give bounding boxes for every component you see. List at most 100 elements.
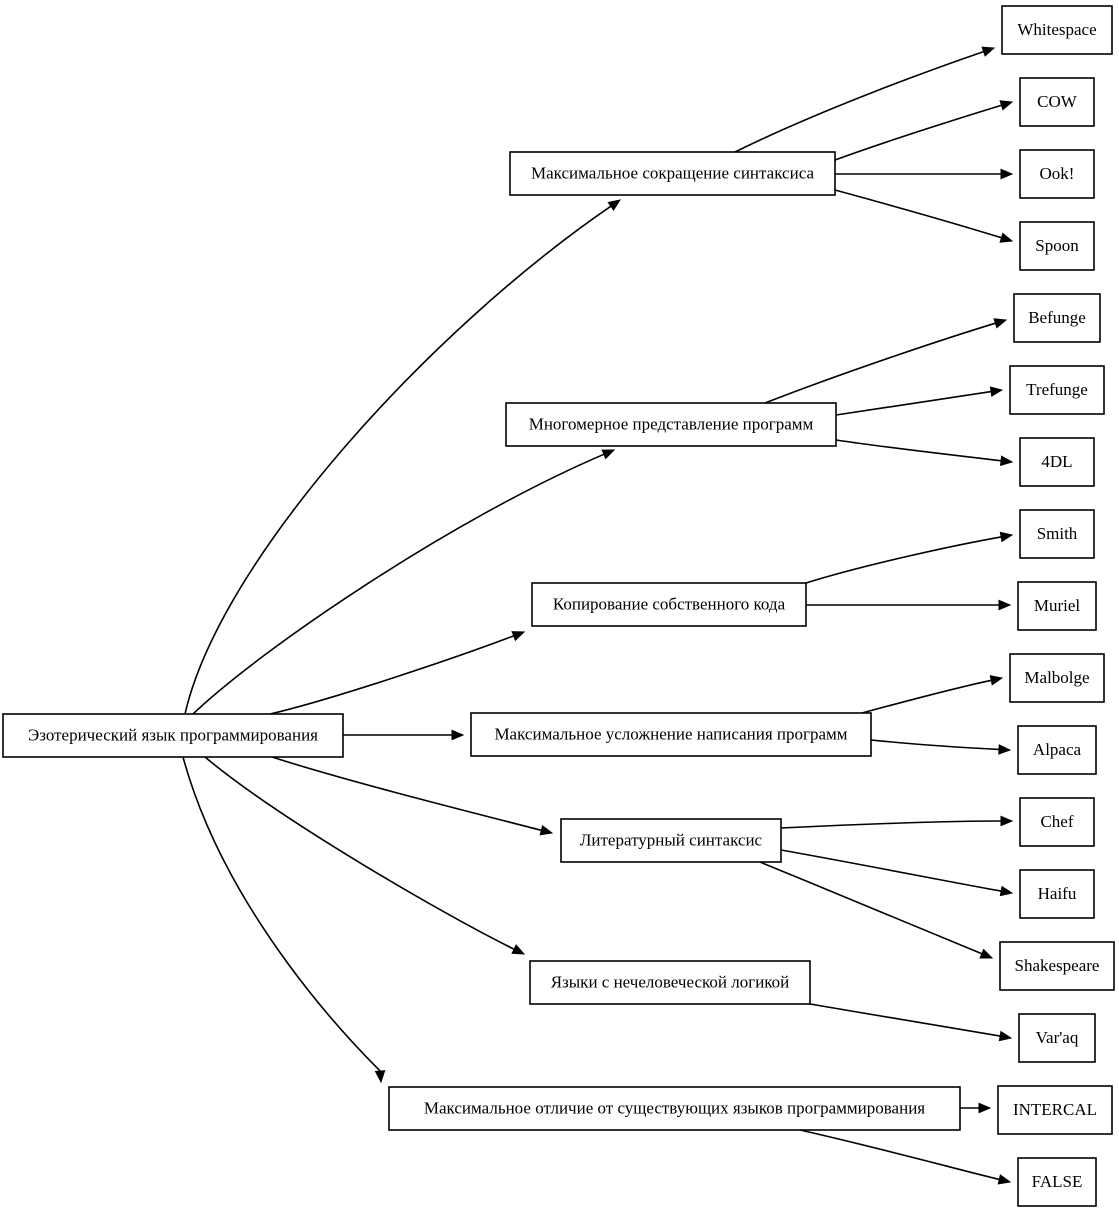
edge-cat-literary-syntax-to-leaf-chef bbox=[780, 815, 1014, 829]
arrow-head-icon bbox=[978, 1102, 992, 1114]
node-leaf-cow[interactable]: COW bbox=[1019, 77, 1095, 127]
nodes-layer: Эзотерический язык программированияМакси… bbox=[2, 5, 1115, 1207]
node-box-root[interactable] bbox=[2, 713, 344, 758]
node-cat-max-difference[interactable]: Максимальное отличие от существующих язы… bbox=[388, 1086, 961, 1131]
node-label: Malbolge bbox=[1024, 668, 1089, 687]
arrow-head-icon bbox=[999, 885, 1014, 897]
edge-cat-multidimensional-to-leaf-trefunge bbox=[835, 386, 1004, 416]
node-box-category[interactable] bbox=[531, 582, 807, 627]
edge-cat-multidimensional-to-leaf-befunge bbox=[764, 318, 1008, 404]
arrow-head-icon bbox=[607, 199, 622, 211]
edge-cat-syntax-reduction-to-leaf-whitespace bbox=[734, 46, 996, 153]
node-label: Языки с нечеловеческой логикой bbox=[551, 972, 790, 991]
node-leaf-varaq[interactable]: Var'aq bbox=[1018, 1013, 1096, 1063]
node-label: Ook! bbox=[1040, 164, 1075, 183]
edge-line bbox=[835, 390, 992, 416]
node-box-category[interactable] bbox=[470, 712, 872, 757]
node-leaf-muriel[interactable]: Muriel bbox=[1017, 581, 1097, 631]
node-root[interactable]: Эзотерический язык программирования bbox=[2, 713, 344, 758]
node-box-leaf[interactable] bbox=[1019, 869, 1095, 919]
node-box-leaf[interactable] bbox=[1019, 149, 1095, 199]
node-box-category[interactable] bbox=[509, 151, 836, 196]
node-label: Alpaca bbox=[1033, 740, 1082, 759]
node-cat-inhuman-logic[interactable]: Языки с нечеловеческой логикой bbox=[529, 960, 811, 1005]
node-box-leaf[interactable] bbox=[1017, 725, 1097, 775]
edge-root-to-cat-syntax-reduction bbox=[184, 199, 622, 715]
node-leaf-false[interactable]: FALSE bbox=[1017, 1157, 1097, 1207]
edge-cat-syntax-reduction-to-leaf-spoon bbox=[834, 189, 1014, 243]
node-box-leaf[interactable] bbox=[1019, 509, 1095, 559]
edge-root-to-cat-max-difference bbox=[182, 756, 386, 1084]
node-label: COW bbox=[1037, 92, 1078, 111]
node-box-leaf[interactable] bbox=[1017, 581, 1097, 631]
node-leaf-alpaca[interactable]: Alpaca bbox=[1017, 725, 1097, 775]
edge-line bbox=[182, 756, 381, 1072]
node-leaf-whitespace[interactable]: Whitespace bbox=[1001, 5, 1113, 55]
node-label: Максимальное сокращение синтаксиса bbox=[531, 163, 814, 182]
arrow-head-icon bbox=[997, 1174, 1012, 1185]
node-leaf-intercal[interactable]: INTERCAL bbox=[997, 1085, 1113, 1135]
node-label: Shakespeare bbox=[1015, 956, 1100, 975]
arrow-head-icon bbox=[998, 744, 1012, 755]
node-box-leaf[interactable] bbox=[997, 1085, 1113, 1135]
edge-line bbox=[780, 849, 1002, 892]
node-box-leaf[interactable] bbox=[1018, 1013, 1096, 1063]
edge-cat-max-complexity-to-leaf-malbolge bbox=[861, 675, 1004, 714]
node-cat-literary-syntax[interactable]: Литературный синтаксис bbox=[560, 818, 782, 863]
node-leaf-shakespeare[interactable]: Shakespeare bbox=[999, 941, 1115, 991]
edge-cat-syntax-reduction-to-leaf-cow bbox=[834, 100, 1014, 161]
arrow-head-icon bbox=[511, 631, 526, 642]
arrow-head-icon bbox=[999, 100, 1014, 111]
node-cat-syntax-reduction[interactable]: Максимальное сокращение синтаксиса bbox=[509, 151, 836, 196]
node-leaf-ook[interactable]: Ook! bbox=[1019, 149, 1095, 199]
node-cat-self-copy[interactable]: Копирование собственного кода bbox=[531, 582, 807, 627]
node-leaf-chef[interactable]: Chef bbox=[1019, 797, 1095, 847]
edge-cat-multidimensional-to-leaf-4dl bbox=[835, 439, 1014, 466]
arrow-head-icon bbox=[1000, 815, 1014, 827]
edge-cat-max-complexity-to-leaf-alpaca bbox=[870, 739, 1012, 755]
node-leaf-befunge[interactable]: Befunge bbox=[1013, 293, 1101, 343]
node-box-category[interactable] bbox=[388, 1086, 961, 1131]
node-box-leaf[interactable] bbox=[1017, 1157, 1097, 1207]
edge-cat-max-difference-to-leaf-intercal bbox=[960, 1102, 992, 1114]
node-box-leaf[interactable] bbox=[1019, 797, 1095, 847]
node-leaf-haifu[interactable]: Haifu bbox=[1019, 869, 1095, 919]
node-box-category[interactable] bbox=[560, 818, 782, 863]
node-box-category[interactable] bbox=[505, 402, 837, 447]
node-label: Многомерное представление программ bbox=[529, 414, 814, 433]
node-box-leaf[interactable] bbox=[1009, 365, 1105, 415]
node-leaf-4dl[interactable]: 4DL bbox=[1019, 437, 1095, 487]
edge-line bbox=[870, 739, 1000, 751]
node-box-leaf[interactable] bbox=[1019, 437, 1095, 487]
arrow-head-icon bbox=[511, 944, 526, 955]
edge-root-to-cat-multidimensional bbox=[192, 449, 616, 715]
node-box-leaf[interactable] bbox=[1019, 221, 1095, 271]
edge-line bbox=[184, 205, 612, 715]
node-box-leaf[interactable] bbox=[1009, 653, 1105, 703]
node-leaf-spoon[interactable]: Spoon bbox=[1019, 221, 1095, 271]
edge-line bbox=[271, 756, 542, 832]
node-cat-max-complexity[interactable]: Максимальное усложнение написания програ… bbox=[470, 712, 872, 757]
node-label: Максимальное отличие от существующих язы… bbox=[424, 1098, 925, 1117]
node-box-leaf[interactable] bbox=[1019, 77, 1095, 127]
edge-cat-literary-syntax-to-leaf-shakespeare bbox=[759, 861, 994, 959]
edge-line bbox=[809, 1003, 1001, 1037]
node-box-leaf[interactable] bbox=[1013, 293, 1101, 343]
node-box-leaf[interactable] bbox=[1001, 5, 1113, 55]
arrow-head-icon bbox=[989, 386, 1004, 397]
node-label: Muriel bbox=[1034, 596, 1081, 615]
node-box-category[interactable] bbox=[529, 960, 811, 1005]
node-label: Var'aq bbox=[1036, 1028, 1079, 1047]
edge-root-to-cat-inhuman-logic bbox=[204, 756, 526, 955]
node-cat-multidimensional[interactable]: Многомерное представление программ bbox=[505, 402, 837, 447]
node-box-leaf[interactable] bbox=[999, 941, 1115, 991]
edge-line bbox=[834, 189, 1002, 239]
node-leaf-trefunge[interactable]: Trefunge bbox=[1009, 365, 1105, 415]
edge-line bbox=[759, 861, 983, 955]
node-leaf-malbolge[interactable]: Malbolge bbox=[1009, 653, 1105, 703]
node-leaf-smith[interactable]: Smith bbox=[1019, 509, 1095, 559]
edge-cat-self-copy-to-leaf-muriel bbox=[806, 599, 1012, 611]
edge-line bbox=[764, 322, 996, 404]
